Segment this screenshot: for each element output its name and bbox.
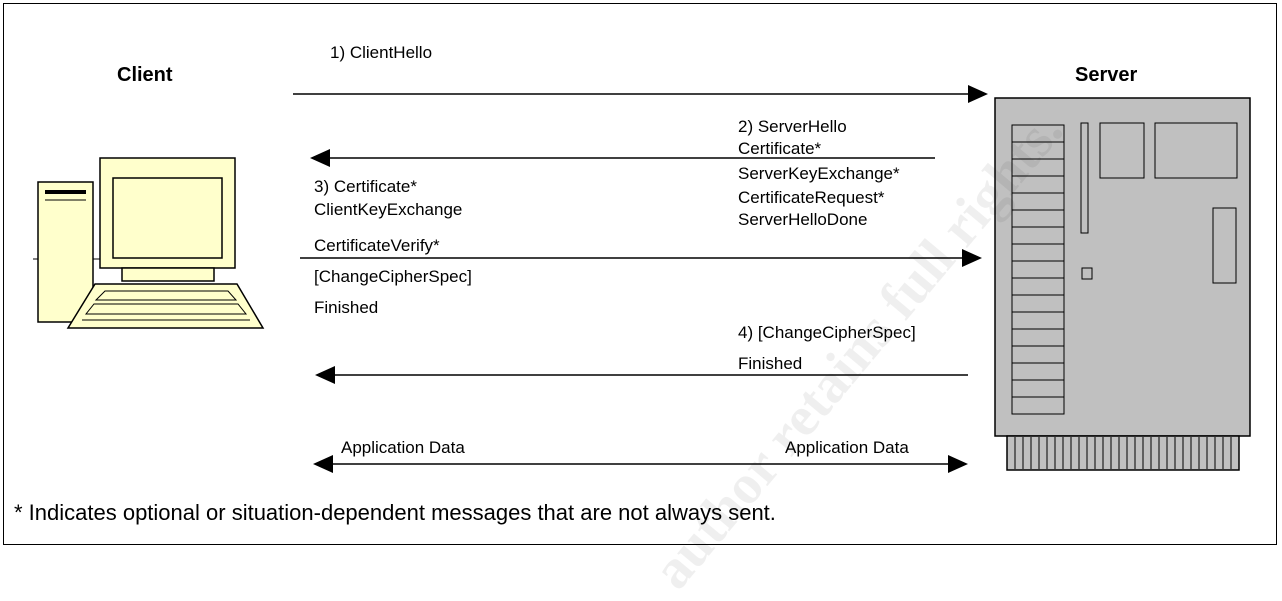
arrowhead-server-hello — [310, 149, 330, 167]
server-slot-stack — [1011, 124, 1065, 415]
msg-change-cipher-spec-server: 4) [ChangeCipherSpec] — [738, 323, 916, 342]
diagram-graphics — [33, 85, 1251, 473]
msg-certificate-request: CertificateRequest* — [738, 188, 885, 207]
msg-server-hello-done: ServerHelloDone — [738, 210, 868, 228]
app-data-right-label: Application Data — [785, 438, 909, 457]
msg-certificate-server: Certificate* — [738, 139, 822, 158]
client-label: Client — [117, 64, 173, 86]
arrowhead-server-finished — [315, 366, 335, 384]
server-vents — [1014, 437, 1232, 469]
msg-server-hello-done-clip: ServerHelloDone — [738, 209, 867, 228]
server-icon — [994, 97, 1251, 471]
server-label: Server — [1075, 64, 1138, 86]
footnote: * Indicates optional or situation-depend… — [14, 500, 776, 525]
msg-certificate-verify: CertificateVerify* — [314, 236, 440, 255]
arrowhead-application-data-right — [948, 455, 968, 473]
msg-server-key-exchange: ServerKeyExchange* — [738, 164, 900, 183]
arrowhead-client-key-exchange — [962, 249, 982, 267]
msg-client-key-exchange: ClientKeyExchange — [314, 200, 463, 219]
msg-server-hello: 2) ServerHello — [738, 117, 847, 136]
msg-finished-server: Finished — [738, 354, 803, 373]
msg-finished-client: Finished — [314, 298, 379, 317]
msg-client-hello: 1) ClientHello — [330, 43, 433, 62]
app-data-left-label: Application Data — [341, 438, 465, 457]
msg-change-cipher-spec-client: [ChangeCipherSpec] — [314, 267, 472, 286]
diagram-frame — [3, 3, 1277, 545]
arrowhead-client-hello — [968, 85, 988, 103]
arrowhead-application-data-left — [313, 455, 333, 473]
client-computer-icon — [33, 157, 265, 329]
msg-certificate-client: 3) Certificate* — [314, 177, 417, 196]
